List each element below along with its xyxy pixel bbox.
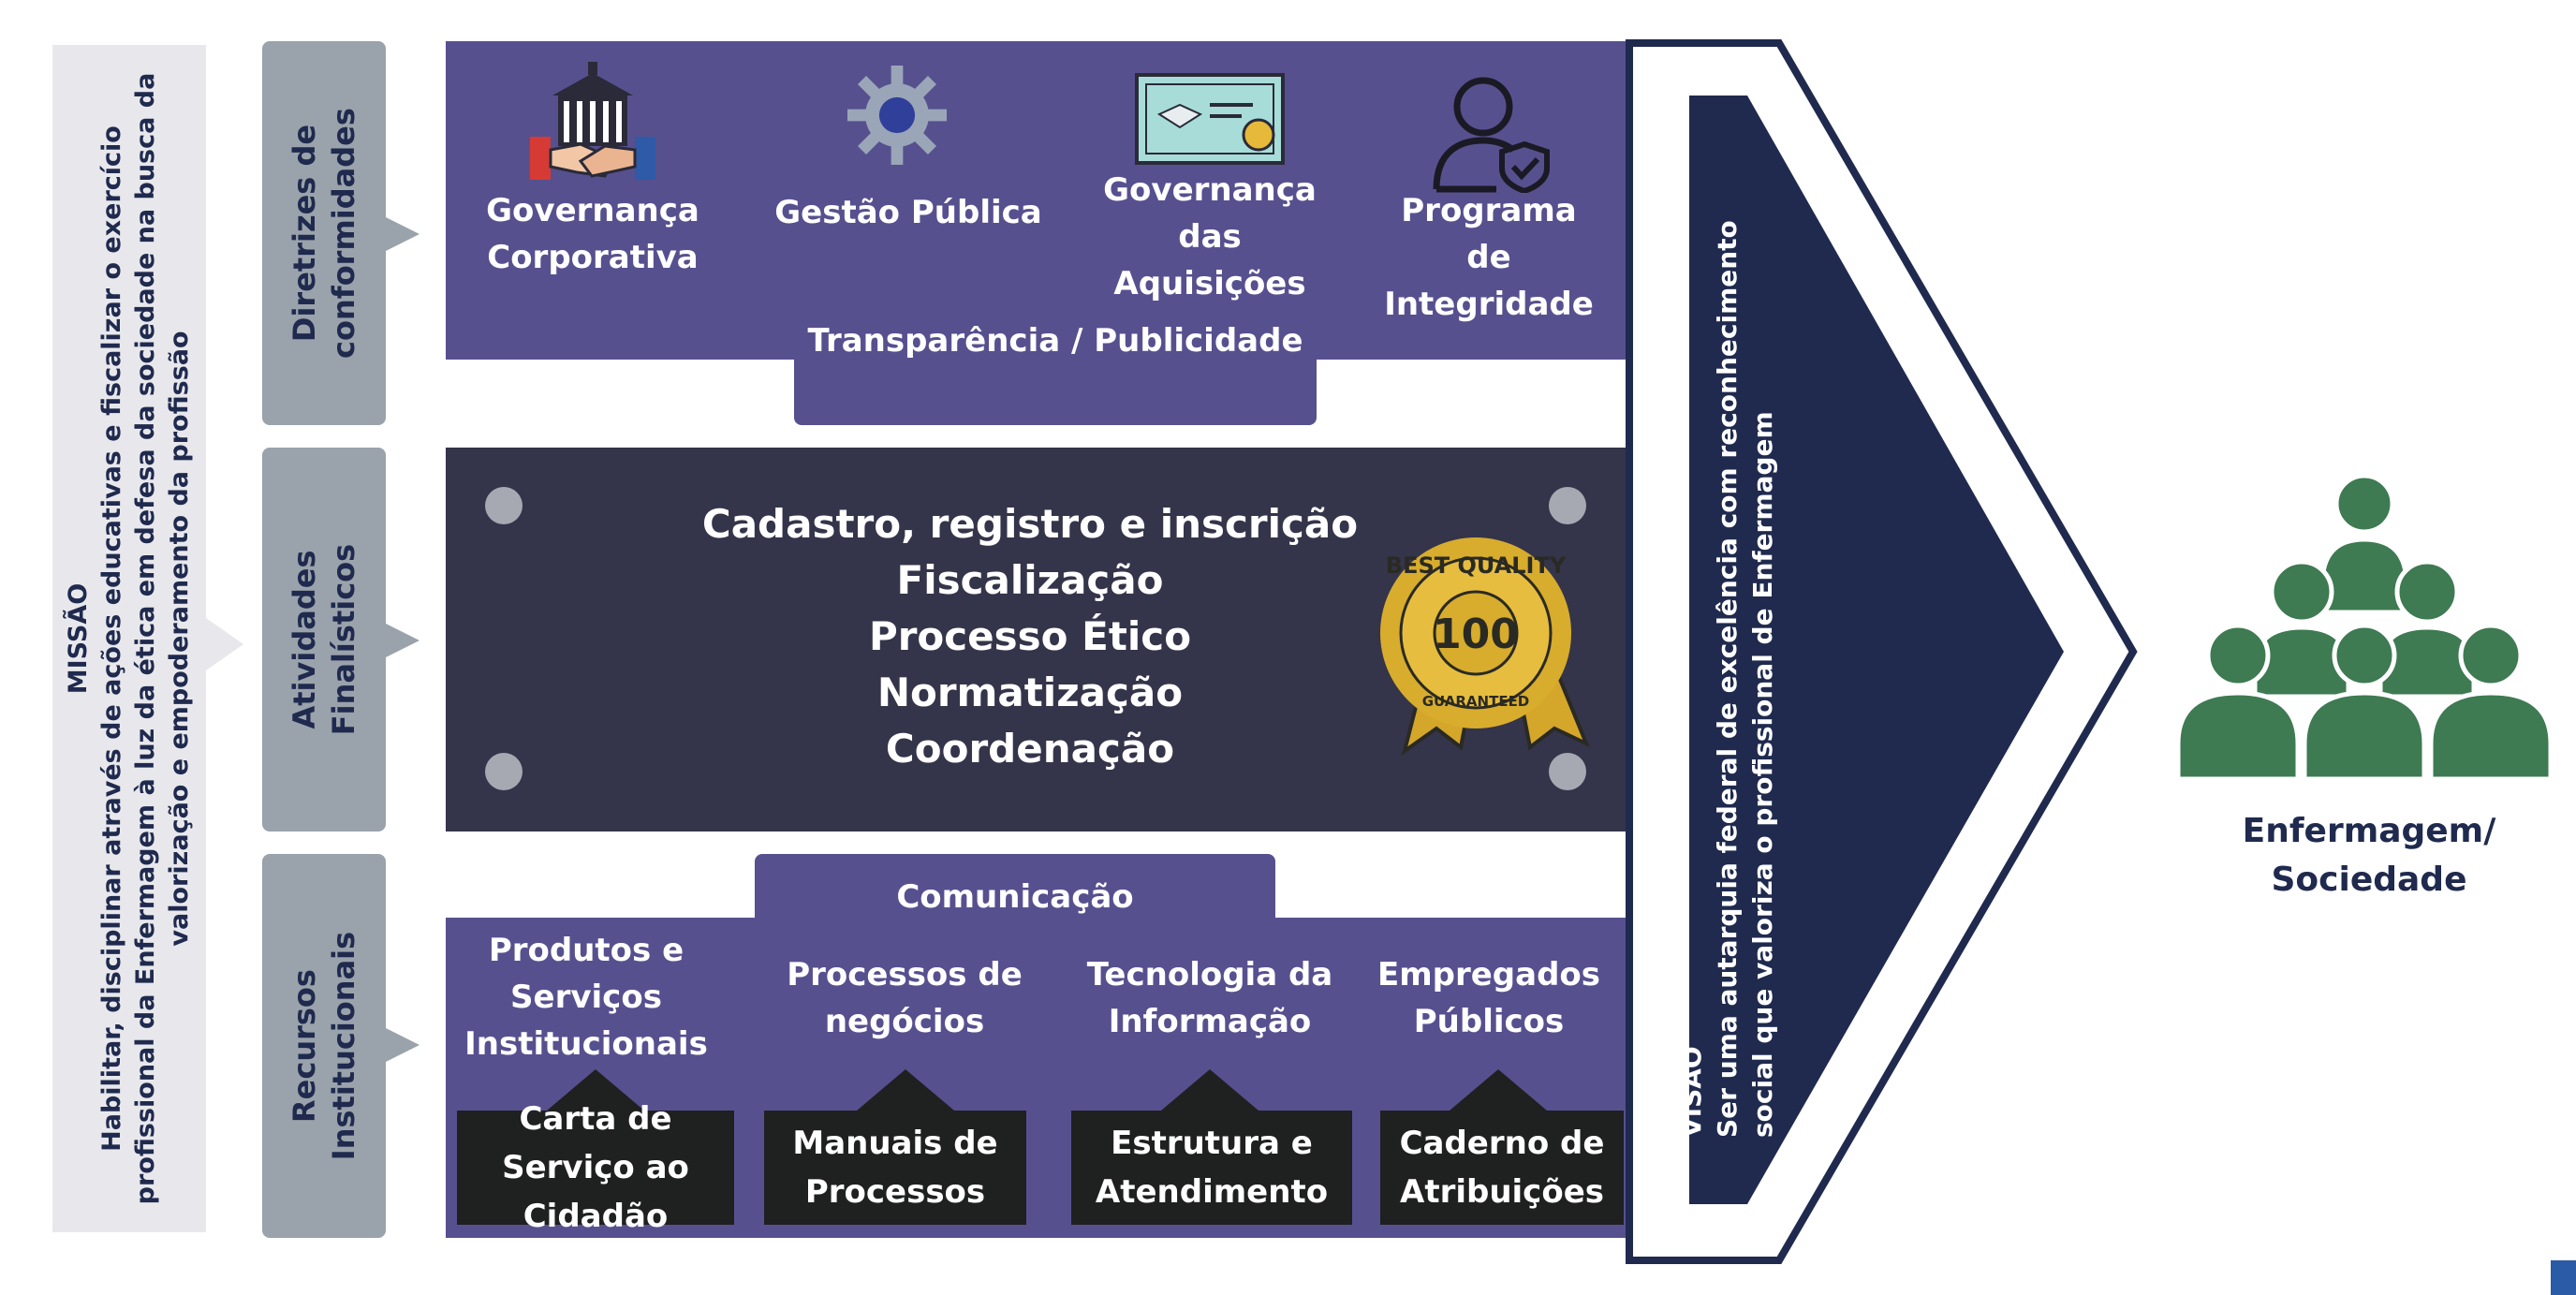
caderno-atribuicoes-label: Caderno de Atribuições bbox=[1399, 1125, 1605, 1211]
gestao-publica-label: Gestão Pública bbox=[774, 194, 1042, 231]
caderno-atribuicoes-box: Caderno de Atribuições bbox=[1380, 1111, 1624, 1225]
box-pointer bbox=[547, 1069, 644, 1111]
category-diretrizes-arrow bbox=[386, 217, 420, 251]
certificate-icon bbox=[1135, 73, 1285, 165]
comunicacao-label: Comunicação bbox=[896, 878, 1134, 916]
processos-negocios-label: Processos de negócios bbox=[787, 956, 1023, 1040]
atividade-item: Coordenação bbox=[885, 726, 1175, 772]
carta-servico-label: Carta de Serviço ao Cidadão bbox=[502, 1100, 689, 1235]
transparencia-tab bbox=[794, 356, 1317, 425]
tecnologia-informacao-label: Tecnologia da Informação bbox=[1086, 956, 1333, 1040]
governanca-corporativa-label: Governança Corporativa bbox=[486, 192, 699, 276]
vision-chevron bbox=[1626, 39, 2138, 1264]
manuais-processos-box: Manuais de Processos bbox=[764, 1111, 1026, 1225]
atividade-item: Fiscalização bbox=[896, 557, 1164, 603]
society-label: Enfermagem/ Sociedade bbox=[2242, 812, 2496, 899]
produtos-servicos-label: Produtos e Serviços Institucionais bbox=[464, 932, 708, 1063]
governanca-aquisicoes-label: Governança das Aquisições bbox=[1103, 171, 1317, 302]
atividade-item: Cadastro, registro e inscrição bbox=[701, 501, 1359, 547]
diretrizes-panel bbox=[446, 41, 1629, 360]
transparencia-label: Transparência / Publicidade bbox=[807, 322, 1303, 360]
seal-top-text: BEST QUALITY bbox=[1386, 552, 1567, 579]
category-atividades-label: Atividades Finalísticos bbox=[287, 543, 361, 736]
vision-text: Ser uma autarquia federal de excelência … bbox=[1712, 220, 1778, 1138]
quality-seal-icon: 100 BEST QUALITY GUARANTEED bbox=[1380, 537, 1590, 756]
user-shield-icon bbox=[1433, 77, 1550, 193]
category-recursos-arrow bbox=[386, 1028, 420, 1062]
handshake-building-icon bbox=[530, 62, 655, 180]
empregados-publicos-label: Empregados Públicos bbox=[1376, 956, 1601, 1040]
mission-arrow bbox=[206, 618, 243, 670]
comunicacao-tab bbox=[755, 854, 1275, 920]
category-atividades: Atividades Finalísticos bbox=[262, 448, 386, 831]
box-pointer bbox=[1161, 1069, 1259, 1111]
category-recursos-label: Recursos Institucionais bbox=[287, 931, 361, 1161]
estrutura-atendimento-label: Estrutura e Atendimento bbox=[1095, 1125, 1329, 1211]
people-group-icon bbox=[2175, 473, 2554, 781]
box-pointer bbox=[1450, 1069, 1547, 1111]
manuais-processos-label: Manuais de Processos bbox=[792, 1125, 998, 1211]
atividade-item: Normatização bbox=[876, 670, 1184, 715]
panel-dot bbox=[1549, 487, 1586, 524]
corner-logo-icon bbox=[2551, 1260, 2576, 1295]
atividade-item: Processo Ético bbox=[868, 613, 1192, 659]
seal-number: 100 bbox=[1433, 611, 1519, 658]
category-diretrizes-label: Diretrizes de conformidades bbox=[287, 108, 361, 359]
category-recursos: Recursos Institucionais bbox=[262, 854, 386, 1238]
panel-dot bbox=[1549, 753, 1586, 790]
category-diretrizes: Diretrizes de conformidades bbox=[262, 41, 386, 425]
seal-bottom-text: GUARANTEED bbox=[1422, 693, 1530, 710]
atividades-list: Cadastro, registro e inscrição Fiscaliza… bbox=[562, 496, 1498, 777]
estrutura-atendimento-box: Estrutura e Atendimento bbox=[1071, 1111, 1352, 1225]
vision-text-block: VISÃO Ser uma autarquia federal de excel… bbox=[1674, 155, 1781, 1138]
mission-text: Habilitar, disciplinar através de ações … bbox=[97, 72, 194, 1205]
mission-title: MISSÃO bbox=[64, 582, 93, 695]
category-atividades-arrow bbox=[386, 624, 420, 657]
vision-title: VISÃO bbox=[1676, 1046, 1707, 1138]
panel-dot bbox=[485, 753, 523, 790]
mission-text-block: MISSÃO Habilitar, disciplinar através de… bbox=[62, 53, 197, 1224]
gear-icon bbox=[847, 66, 947, 165]
programa-integridade-label: Programa de Integridade bbox=[1384, 192, 1594, 323]
box-pointer bbox=[857, 1069, 954, 1111]
mission-panel: MISSÃO Habilitar, disciplinar através de… bbox=[52, 45, 206, 1232]
carta-servico-box: Carta de Serviço ao Cidadão bbox=[457, 1100, 734, 1235]
panel-dot bbox=[485, 487, 523, 524]
